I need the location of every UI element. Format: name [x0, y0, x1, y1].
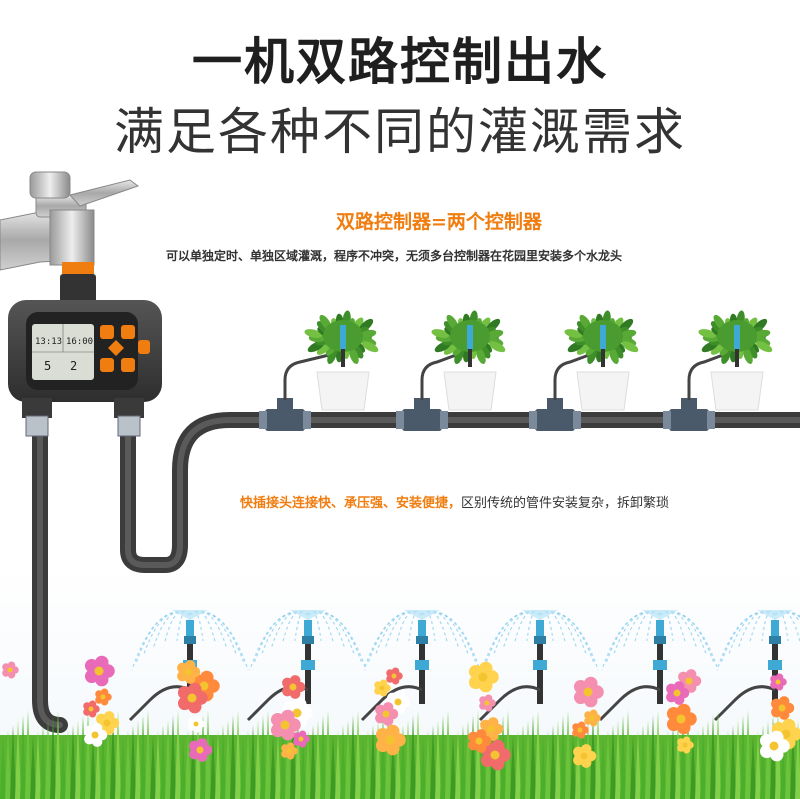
flower	[480, 717, 504, 741]
flower	[281, 742, 298, 760]
flower	[678, 669, 702, 693]
button-up[interactable]	[100, 325, 114, 339]
button-side[interactable]	[138, 340, 150, 354]
flower	[468, 661, 499, 693]
flower	[480, 739, 511, 771]
control-buttons	[100, 325, 150, 372]
flower	[479, 694, 496, 712]
flower	[387, 690, 411, 714]
sprinkler	[478, 610, 599, 722]
flower	[270, 709, 301, 741]
flower	[84, 723, 108, 747]
flower	[177, 660, 201, 684]
feature-highlight: 快插接头连接快、承压强、安装便捷，	[240, 496, 462, 511]
flower	[666, 681, 690, 705]
flower	[83, 700, 100, 718]
tee-connector	[663, 353, 724, 431]
potted-plant	[698, 310, 773, 411]
flower	[188, 715, 205, 733]
flower	[2, 661, 19, 679]
orange-coupling	[62, 262, 94, 274]
sprinkler	[246, 610, 367, 722]
flower	[572, 721, 589, 739]
feature-rest: 区别传统的管件安装复杂，拆卸繁琐	[461, 496, 670, 511]
sprinkler	[713, 610, 800, 722]
lcd-time: 13:13	[35, 337, 62, 347]
flower	[573, 744, 597, 768]
tee-connector	[529, 353, 590, 431]
flower	[293, 730, 310, 748]
tee-connector	[259, 353, 330, 431]
flower	[771, 696, 795, 720]
tee-connectors	[259, 353, 724, 431]
flower	[95, 688, 112, 706]
button-center[interactable]	[108, 340, 124, 356]
button-mode[interactable]	[121, 325, 135, 339]
headline-line1: 一机双路控制出水	[192, 33, 608, 91]
timer-controller: 13:13 16:00 5 2	[8, 300, 162, 437]
grass-and-flowers	[0, 655, 800, 799]
sprinkler	[360, 610, 481, 722]
flower	[677, 736, 694, 754]
lcd-value1: 5	[44, 359, 51, 373]
potted-plant	[304, 310, 379, 411]
faucet	[0, 171, 140, 304]
feature-text: 快插接头连接快、承压强、安装便捷，区别传统的管件安装复杂，拆卸繁琐	[240, 492, 669, 511]
flower	[573, 676, 604, 708]
flower	[468, 729, 492, 753]
flower	[770, 673, 787, 691]
flower	[84, 655, 115, 687]
flower	[189, 738, 213, 762]
flower	[375, 702, 399, 726]
flower	[282, 675, 306, 699]
flower	[375, 724, 406, 756]
subheading-description: 可以单独定时、单独区域灌溉，程序不冲突，无须多台控制器在花园里安装多个水龙头	[166, 249, 623, 263]
lcd-time2: 16:00	[66, 337, 93, 347]
potted-plant	[431, 310, 506, 411]
flower	[177, 682, 208, 714]
flower	[386, 667, 403, 685]
flower	[584, 709, 601, 727]
flower	[374, 679, 391, 697]
flower	[666, 703, 697, 735]
button-down[interactable]	[100, 358, 114, 372]
sprinkler	[598, 610, 719, 722]
potted-plants	[304, 310, 773, 411]
pipe-network	[32, 412, 800, 733]
button-ok[interactable]	[121, 358, 135, 372]
tee-connector	[396, 353, 457, 431]
lcd-value2: 2	[70, 359, 77, 373]
potted-plant	[564, 310, 639, 411]
flower	[759, 730, 790, 762]
subheading-orange: 双路控制器=两个控制器	[336, 211, 542, 233]
headline-line2: 满足各种不同的灌溉需求	[114, 103, 686, 161]
